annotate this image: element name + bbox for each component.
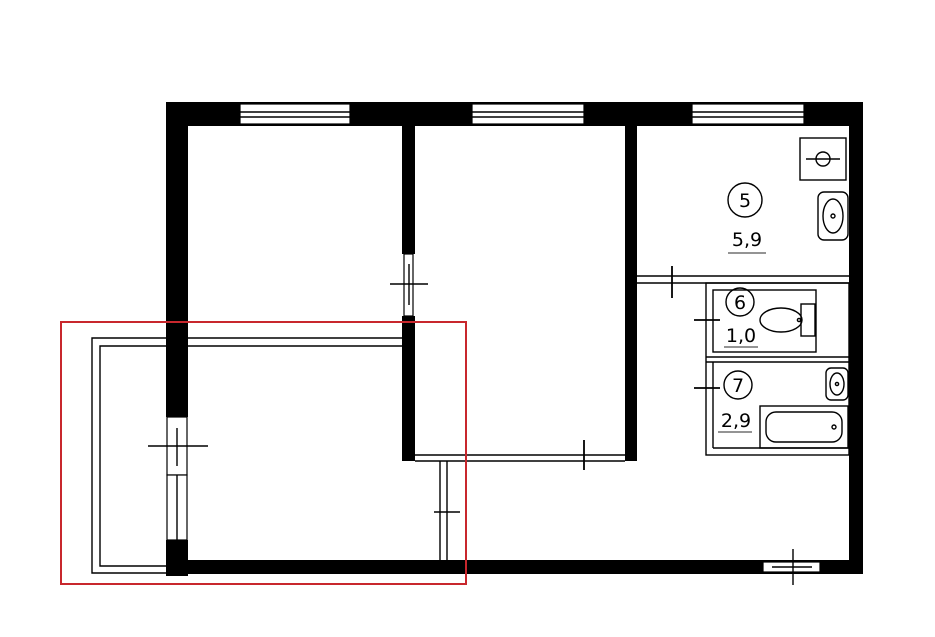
bathroom-sink-icon xyxy=(825,367,849,401)
room-label-6: 6 1,0 xyxy=(724,287,758,348)
wall-right-partition xyxy=(625,102,637,461)
room-label-5: 5 5,9 xyxy=(727,182,766,254)
top-windows xyxy=(239,103,805,125)
bathtub-icon xyxy=(759,405,849,449)
stove-icon xyxy=(799,137,847,181)
interior-walls xyxy=(402,102,637,461)
wall-right xyxy=(849,102,863,574)
lower-partitions xyxy=(415,440,625,560)
highlight-frame xyxy=(60,321,467,585)
balcony xyxy=(91,337,402,574)
balcony-door xyxy=(148,416,208,541)
wall-middle-lower xyxy=(402,316,415,461)
window-top-middle xyxy=(471,103,585,125)
room-number-6: 6 xyxy=(734,292,746,314)
kitchen-sink-icon xyxy=(817,191,849,241)
window-top-right xyxy=(691,103,805,125)
room-area-5: 5,9 xyxy=(732,229,762,251)
wall-left-upper xyxy=(166,102,188,417)
room-number-5: 5 xyxy=(739,190,751,212)
wall-middle-upper xyxy=(402,102,415,254)
outer-walls xyxy=(166,102,863,576)
entrance-door xyxy=(762,549,821,585)
room-area-6: 1,0 xyxy=(726,325,756,347)
room-label-7: 7 2,9 xyxy=(718,370,753,433)
room-area-7: 2,9 xyxy=(721,410,751,432)
wall-bottom xyxy=(166,560,863,574)
door-middle-wall xyxy=(390,253,428,317)
toilet-icon xyxy=(759,303,816,337)
room-number-7: 7 xyxy=(732,375,744,397)
window-top-left xyxy=(239,103,351,125)
